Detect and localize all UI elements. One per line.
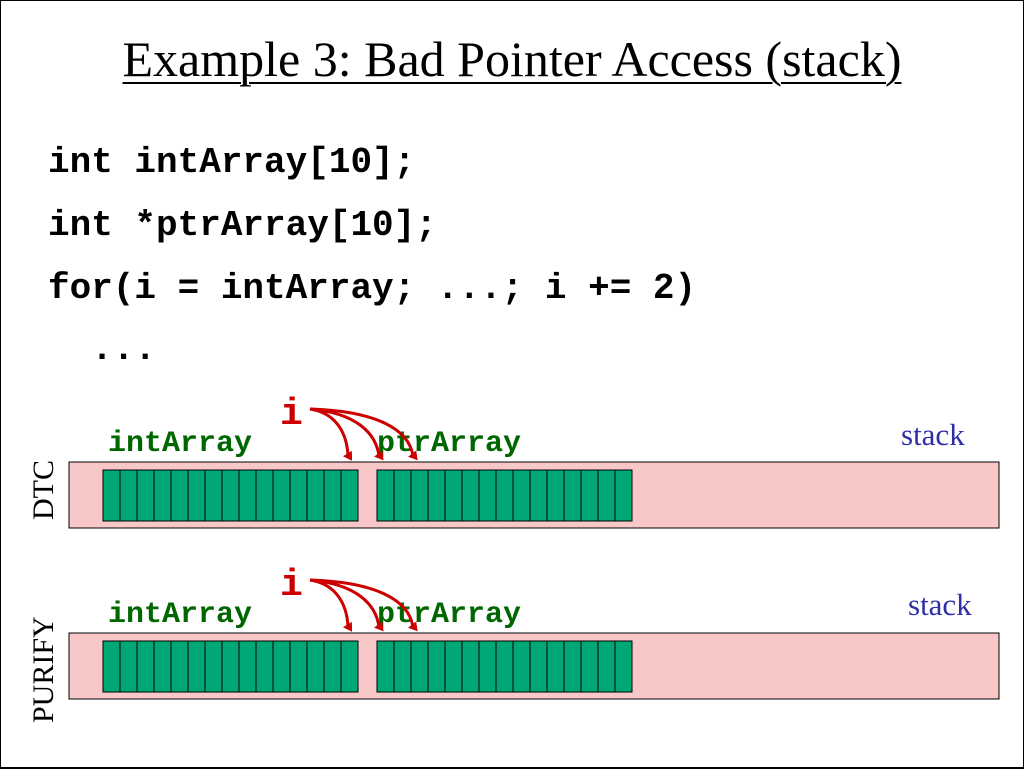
array-cell	[204, 469, 223, 522]
array-cell	[614, 640, 633, 693]
array-cell	[512, 640, 531, 693]
array-cell	[580, 640, 599, 693]
array-cell	[187, 640, 206, 693]
ptr-array-cells	[376, 640, 633, 693]
array-cell	[255, 640, 274, 693]
array-cell	[546, 640, 565, 693]
array-cell	[272, 640, 291, 693]
array-cell	[410, 469, 429, 522]
slide-title: Example 3: Bad Pointer Access (stack)	[122, 31, 902, 87]
code-line-4: ...	[48, 329, 157, 370]
array-cell	[306, 640, 325, 693]
array-cell	[410, 640, 429, 693]
array-cell	[444, 640, 463, 693]
int-array-label: intArray	[108, 598, 252, 632]
array-cell	[221, 640, 240, 693]
int-array-label: intArray	[108, 427, 252, 461]
array-cell	[289, 469, 308, 522]
array-cell	[529, 469, 548, 522]
arrow-to-ptr-array-next	[309, 407, 418, 461]
array-cell	[614, 469, 633, 522]
array-cell	[580, 469, 599, 522]
array-cell	[255, 469, 274, 522]
pointer-arrows	[309, 578, 418, 632]
int-array-cells	[102, 640, 359, 693]
array-cell	[153, 640, 172, 693]
array-cell	[170, 469, 189, 522]
array-cell	[119, 469, 138, 522]
ptr-array-cells	[376, 469, 633, 522]
panel-label-dtc: DTC	[27, 460, 60, 520]
array-cell	[427, 640, 446, 693]
array-cell	[478, 640, 497, 693]
panel-dtc: DTC intArray ptrArray stack i	[27, 393, 1000, 529]
array-cell	[136, 640, 155, 693]
panel-purify: PURIFY intArray ptrArray stack i	[27, 564, 1000, 723]
array-cell	[323, 640, 342, 693]
stack-label: stack	[908, 587, 972, 622]
array-cell	[444, 469, 463, 522]
array-cell	[512, 469, 531, 522]
array-cell	[597, 640, 616, 693]
code-line-2: int *ptrArray[10];	[48, 205, 437, 246]
array-cell	[153, 469, 172, 522]
pointer-arrows	[309, 407, 418, 461]
array-cell	[323, 469, 342, 522]
array-cell	[238, 469, 257, 522]
array-cell	[529, 640, 548, 693]
array-cell	[376, 640, 395, 693]
array-cell	[221, 469, 240, 522]
array-cell	[376, 469, 395, 522]
array-cell	[461, 640, 480, 693]
array-cell	[461, 469, 480, 522]
array-cell	[238, 640, 257, 693]
array-cell	[102, 469, 121, 522]
array-cell	[340, 640, 359, 693]
array-cell	[306, 469, 325, 522]
array-cell	[495, 469, 514, 522]
array-cell	[478, 469, 497, 522]
array-cell	[102, 640, 121, 693]
panel-label-purify: PURIFY	[27, 616, 60, 723]
array-cell	[204, 640, 223, 693]
array-cell	[427, 469, 446, 522]
pointer-label: i	[280, 393, 303, 436]
array-cell	[272, 469, 291, 522]
array-cell	[393, 469, 412, 522]
code-line-3: for(i = intArray; ...; i += 2)	[48, 268, 697, 309]
array-cell	[495, 640, 514, 693]
array-cell	[597, 469, 616, 522]
array-cell	[136, 469, 155, 522]
stack-label: stack	[901, 417, 965, 452]
code-line-1: int intArray[10];	[48, 142, 416, 183]
array-cell	[187, 469, 206, 522]
array-cell	[563, 640, 582, 693]
arrow-to-ptr-array-next	[309, 578, 418, 632]
array-cell	[563, 469, 582, 522]
array-cell	[170, 640, 189, 693]
array-cell	[340, 469, 359, 522]
array-cell	[393, 640, 412, 693]
array-cell	[289, 640, 308, 693]
pointer-label: i	[280, 564, 303, 607]
array-cell	[119, 640, 138, 693]
array-cell	[546, 469, 565, 522]
int-array-cells	[102, 469, 359, 522]
